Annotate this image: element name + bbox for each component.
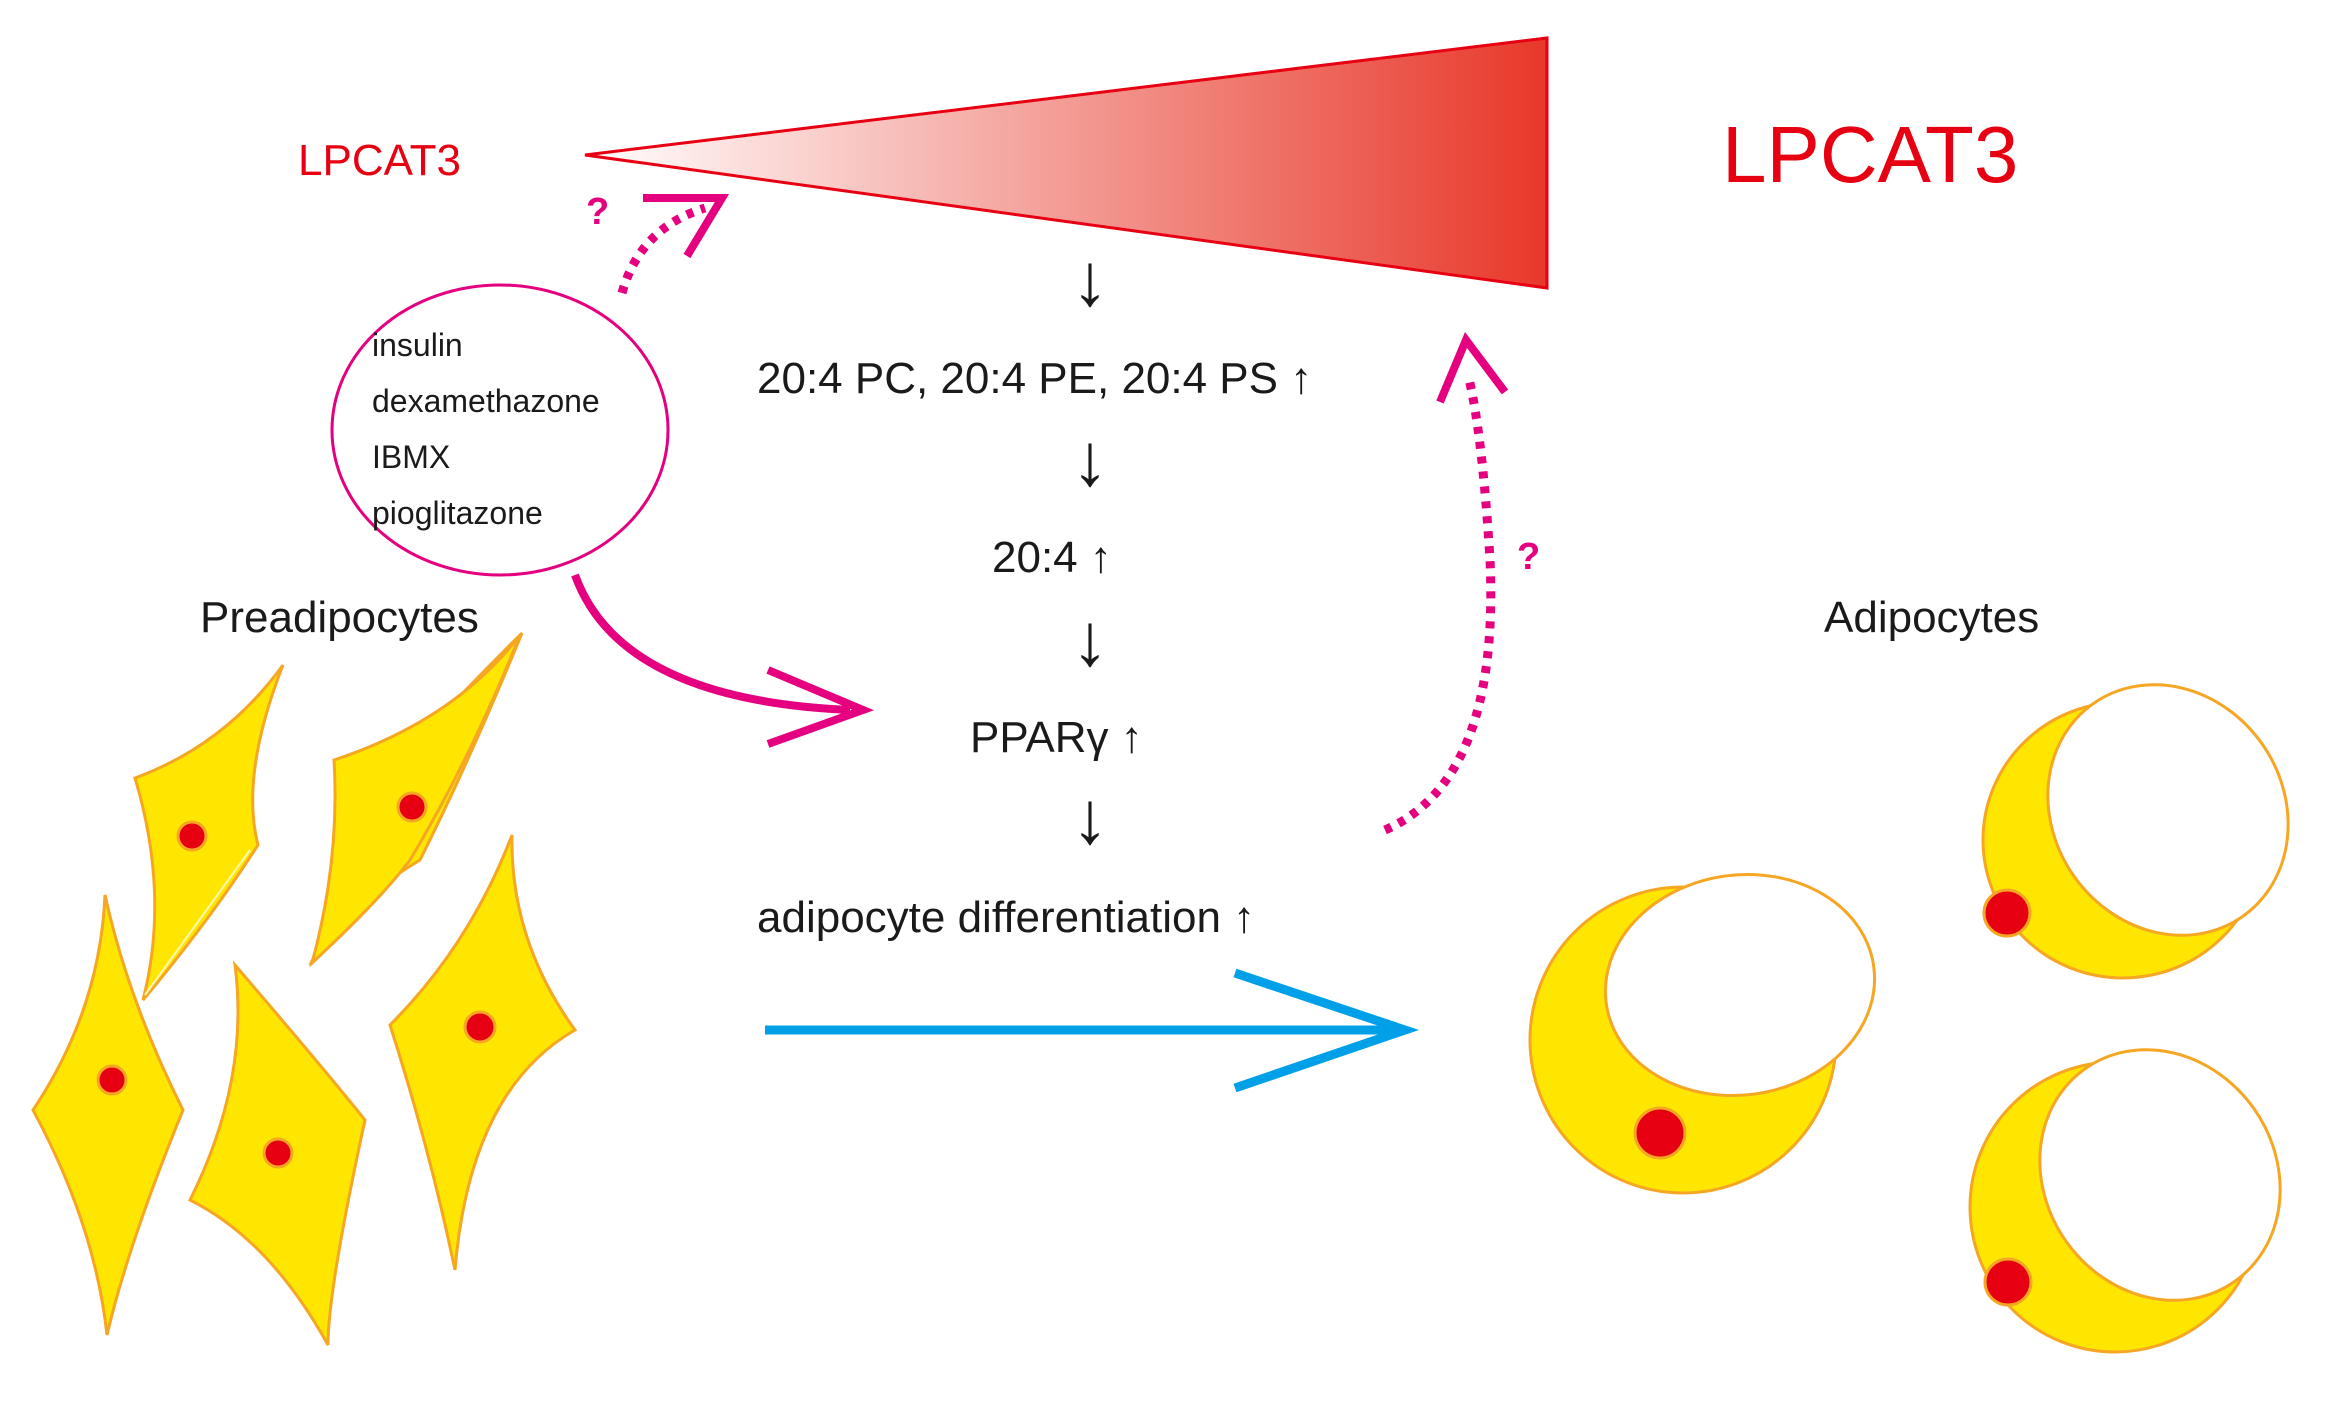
spindle-cell-icon — [308, 631, 524, 968]
cascade-arachidonic-acid: 20:4 ↑ — [992, 533, 1112, 582]
spindle-cell-icon — [388, 834, 578, 1271]
nucleus-icon — [1983, 1257, 2033, 1307]
inducer-cocktail-ellipse — [330, 283, 670, 577]
cascade-ppar-gamma: PPARγ ↑ — [970, 713, 1143, 762]
spindle-cell-icon — [31, 894, 185, 1336]
lpcat3-expression-wedge — [584, 36, 1549, 290]
nucleus-icon — [463, 1010, 497, 1044]
down-arrow-3: ↓ — [1072, 598, 1109, 681]
down-arrow-4: ↓ — [1072, 776, 1109, 859]
adipocytes-label: Adipocytes — [1824, 593, 2039, 642]
preadipocytes-label: Preadipocytes — [200, 593, 479, 642]
inducer-insulin: insulin — [372, 327, 463, 363]
preadipocyte-group — [31, 631, 578, 1346]
inducer-to-ppar-arrow — [571, 573, 875, 748]
question-mark-right: ? — [1517, 536, 1540, 578]
lpcat3-high-label: LPCAT3 — [1722, 110, 2018, 199]
inducer-pioglitazone: pioglitazone — [372, 495, 543, 531]
top-uncertain-arrow — [617, 194, 730, 295]
lipid-droplet-cell-icon — [1528, 872, 1877, 1195]
inducer-ibmx: IBMX — [372, 439, 450, 475]
lipid-droplet-cell-icon — [1968, 1048, 2282, 1354]
nucleus-icon — [262, 1137, 294, 1169]
differentiation-arrow — [765, 968, 1420, 1093]
cascade-adipocyte-differentiation: adipocyte differentiation ↑ — [757, 893, 1255, 942]
question-mark-top: ? — [586, 191, 609, 233]
cascade-phospholipids: 20:4 PC, 20:4 PE, 20:4 PS ↑ — [757, 354, 1312, 403]
adipocyte-group — [1528, 683, 2290, 1354]
lipid-droplet-cell-icon — [1981, 683, 2290, 980]
nucleus-icon — [1982, 888, 2032, 938]
down-arrow-2: ↓ — [1072, 418, 1109, 501]
nucleus-icon — [396, 791, 428, 823]
feedback-uncertain-arrow — [1383, 332, 1509, 835]
nucleus-icon — [1633, 1106, 1687, 1160]
lpcat3-low-label: LPCAT3 — [298, 136, 461, 185]
nucleus-icon — [96, 1064, 128, 1096]
inducer-dexamethazone: dexamethazone — [372, 383, 600, 419]
down-arrow-1: ↓ — [1072, 238, 1109, 321]
nucleus-icon — [176, 820, 208, 852]
spindle-cell-icon — [133, 664, 285, 1001]
spindle-cell-icon — [187, 960, 367, 1346]
